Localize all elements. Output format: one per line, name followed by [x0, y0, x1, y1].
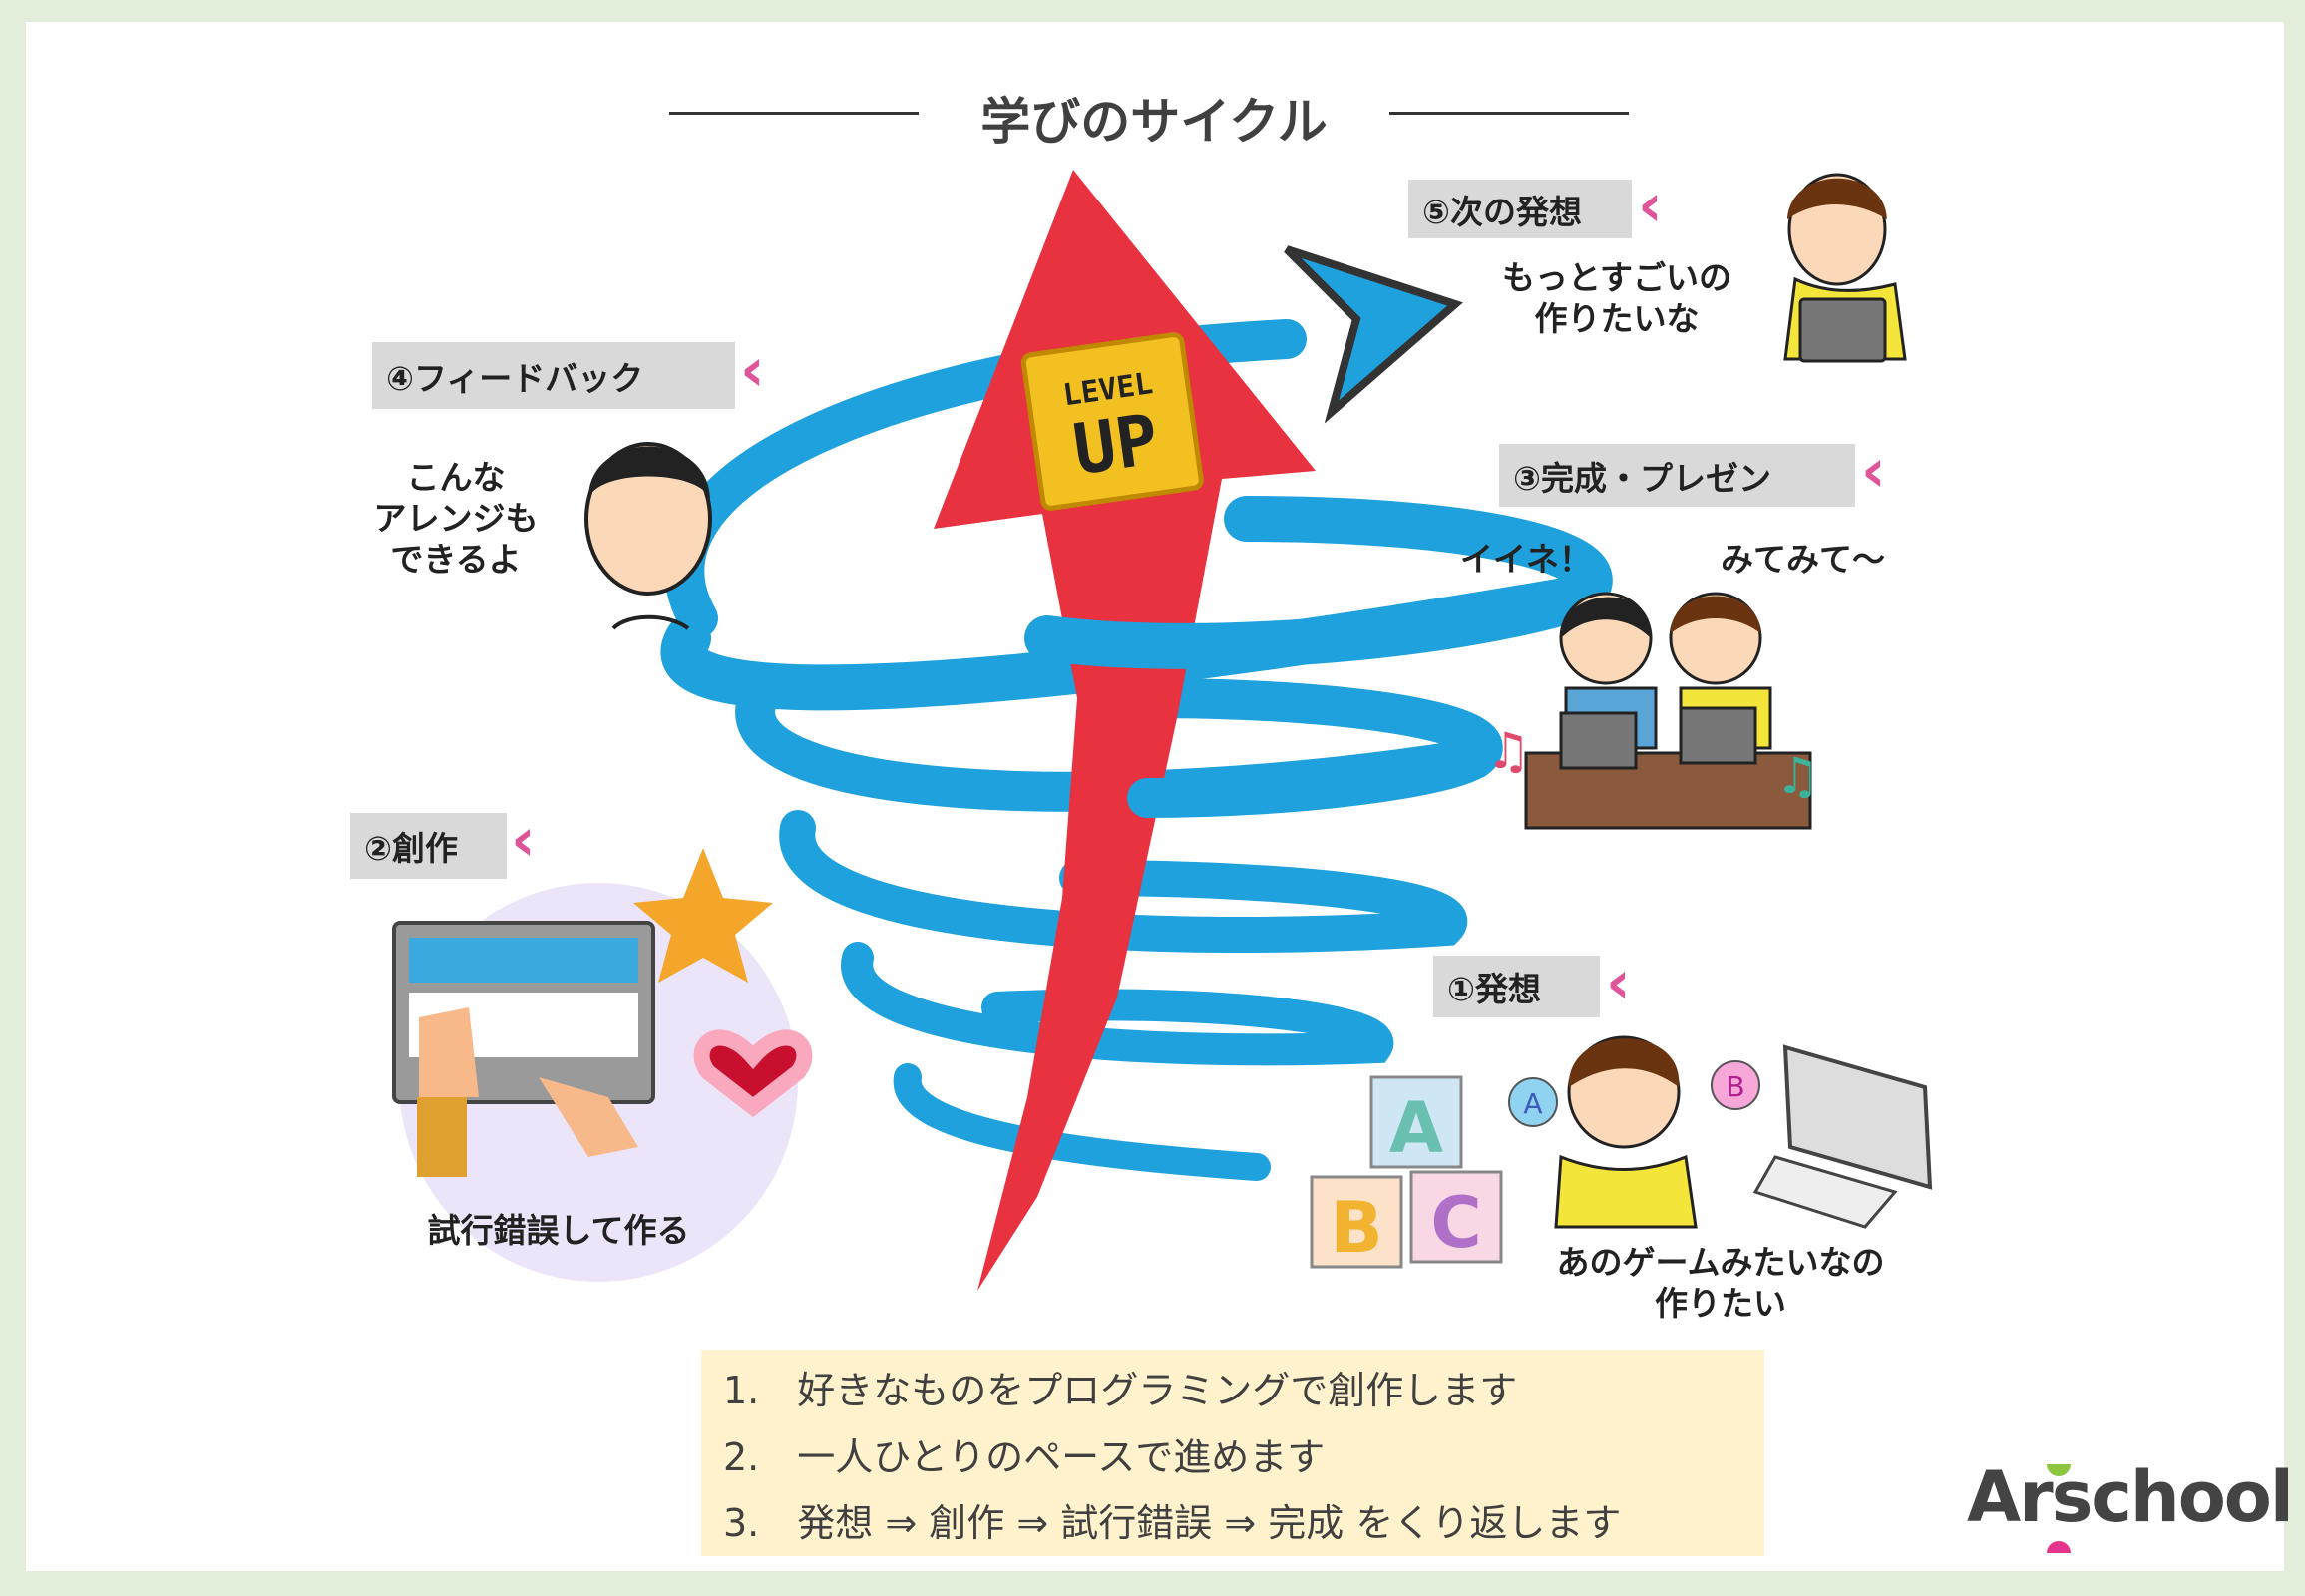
heart-icon [693, 1029, 813, 1118]
chevron-left-icon: ‹ [740, 335, 765, 405]
step-1-speech: あのゲームみたいなの作りたい [1556, 1243, 1885, 1323]
thinking-boy [1783, 173, 1907, 363]
idea-boy: A B A B C [1310, 1035, 1933, 1269]
title-rule-right [1389, 112, 1629, 115]
music-note-icon: ♫ [1486, 722, 1531, 780]
teacher-face [584, 442, 712, 630]
step-1-label: ①発想 [1433, 956, 1600, 1017]
level-up-arrow [934, 170, 1316, 1291]
music-note-icon: ♫ [1775, 747, 1820, 805]
summary-box: 1. 好きなものをプログラミングで創作します 2. 一人ひとりのペースで進めます… [701, 1350, 1764, 1556]
page-title: 学びのサイクル [980, 93, 1328, 151]
step-3-speech-right: みてみて〜 [1721, 540, 1885, 579]
block-a [1369, 1075, 1463, 1169]
svg-text:A: A [1389, 1087, 1443, 1169]
step-3-label: ③完成・プレゼン [1499, 444, 1855, 507]
block-b [1310, 1175, 1403, 1269]
step-5-speech: もっとすごいの作りたいな [1501, 258, 1731, 338]
level-up-badge: LEVEL UP [1020, 332, 1204, 511]
chevron-left-icon: ‹ [1638, 171, 1663, 240]
star-icon [633, 848, 773, 983]
presenting-kids: ♫ ♫ [1486, 592, 1820, 830]
logo-green-mark [2047, 1464, 2071, 1476]
step-3-speech-left: イイネ！ [1460, 540, 1592, 579]
chevron-left-icon: ‹ [1606, 948, 1631, 1017]
block-c [1409, 1170, 1503, 1264]
svg-text:A: A [1523, 1087, 1542, 1120]
arschool-logo: Arschool [1967, 1456, 2294, 1538]
chevron-left-icon: ‹ [511, 805, 536, 875]
summary-item-1: 1. 好きなものをプログラミングで創作します [723, 1369, 1518, 1412]
svg-text:B: B [1726, 1070, 1744, 1103]
step-4-speech: こんなアレンジもできるよ [373, 458, 539, 579]
svg-text:B: B [1330, 1187, 1382, 1269]
chevron-left-icon: ‹ [1861, 436, 1886, 506]
step-2-label: ②創作 [350, 813, 507, 879]
badge-line2: UP [1068, 398, 1163, 491]
step-5-label: ⑤次の発想 [1408, 180, 1632, 238]
title-rule-left [669, 112, 919, 115]
computer-monitor [1782, 1044, 1933, 1190]
summary-item-2: 2. 一人ひとりのペースで進めます [723, 1435, 1326, 1479]
logo-pink-mark [2047, 1541, 2071, 1553]
step-2-speech: 試行錯誤して作る [427, 1211, 690, 1250]
step-4-label: ④フィードバック [372, 342, 735, 409]
summary-item-3: 3. 発想 ⇒ 創作 ⇒ 試行錯誤 ⇒ 完成 をくり返します [723, 1501, 1622, 1545]
next-idea-arrow [1284, 245, 1463, 424]
creating-laptop [392, 848, 813, 1282]
svg-text:C: C [1430, 1182, 1481, 1264]
